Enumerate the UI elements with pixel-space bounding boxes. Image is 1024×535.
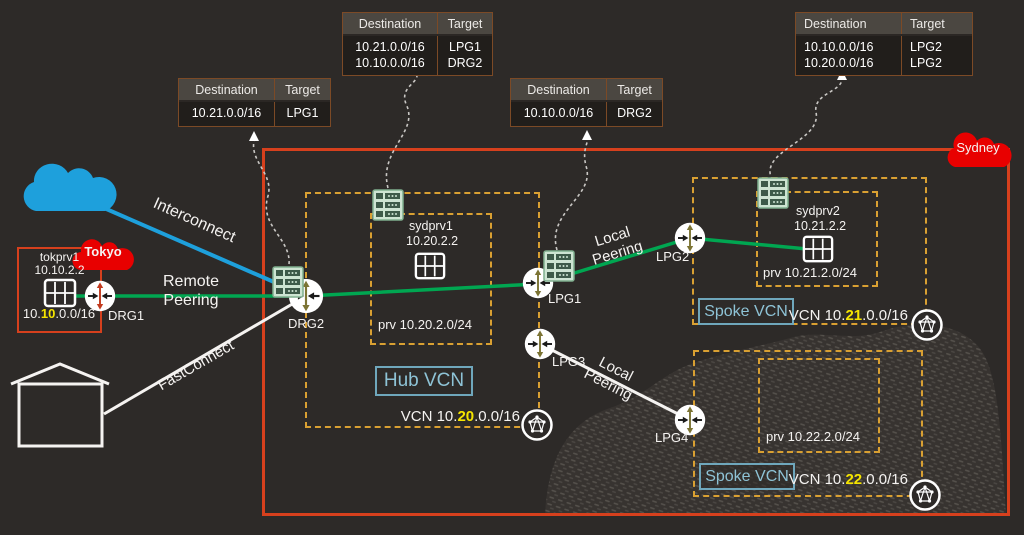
spoke1-subnet-icon [802,235,834,263]
route-table-4-header-target: Target [901,13,972,34]
route-entry: 10.20.0.0/16 [804,55,874,70]
spoke1-vcn-label: Spoke VCN [698,298,794,325]
hub-vcn-icon [521,409,553,441]
lpg4-gateway-icon [674,404,706,436]
route-target: LPG2 [910,55,942,70]
spoke1-subnet-ip: 10.21.2.2 [794,219,847,233]
tokyo-subnet-ip: 10.10.2.2 [34,263,85,277]
route-target: LPG1 [286,106,319,120]
drg2-label: DRG2 [288,316,325,331]
drg1-label: DRG1 [108,308,145,323]
route-table-2-header-target: Target [437,13,492,34]
route-entry: 10.10.0.0/16 [523,106,594,120]
tokyo-cloud-icon [72,239,134,271]
route-table-3-header-target: Target [606,79,662,100]
lpg2-gateway-icon [674,222,706,254]
route-table-4: Destination Target 10.10.0.0/16 10.20.0.… [795,12,973,77]
drg1-gateway-icon [84,280,116,312]
route-table-1: Destination Target 10.21.0.0/16 LPG1 [178,78,331,127]
sydney-cloud-label: Sydney [956,140,1000,155]
route-entry: 10.21.0.0/16 [191,106,262,120]
route-table-2: Destination Target 10.21.0.0/16 10.10.0.… [342,12,493,77]
route-entry: 10.10.0.0/16 [355,55,425,70]
tokyo-cloud-label: Tokyo [84,244,122,259]
hub-vcn-cidr: VCN 10.20.0.0/16 [400,408,520,425]
lpg2-label: LPG2 [656,249,690,264]
sydprv1-route-table-icon [372,189,404,221]
route-entry: 10.21.0.0/16 [355,40,425,54]
route-target: DRG2 [617,106,652,120]
spoke2-vcn-icon [909,479,941,511]
route-table-4-header-destination: Destination [796,13,901,34]
spoke2-subnet-cidr: prv 10.22.2.0/24 [766,429,860,444]
hub-subnet-ip: 10.20.2.2 [406,234,459,248]
route-target: LPG2 [910,40,942,54]
sydprv2-route-table-icon [757,177,789,209]
lpg3-label: LPG3 [552,354,586,369]
route-target: LPG1 [449,40,481,54]
spoke1-subnet-name: sydprv2 [796,204,840,218]
spoke1-vcn-cidr: VCN 10.21.0.0/16 [788,307,908,324]
hub-vcn-label: Hub VCN [375,366,473,396]
route-table-3: Destination Target 10.10.0.0/16 DRG2 [510,78,663,127]
tokyo-cidr: 10.10.0.0/16 [22,306,96,321]
lpg4-label: LPG4 [655,430,689,445]
route-table-2-header-destination: Destination [343,13,437,34]
tokyo-subnet-icon [43,278,77,308]
internet-cloud-icon [23,163,117,211]
route-table-1-header-destination: Destination [179,79,274,100]
drg2-route-table-icon [272,266,304,298]
lpg1-route-table-icon [543,250,575,282]
hub-subnet-cidr: prv 10.20.2.0/24 [378,317,472,332]
sydney-region-border [262,148,1010,516]
hub-subnet-name: sydprv1 [409,219,453,233]
route-entry: 10.10.0.0/16 [804,40,874,54]
spoke2-subnet-border [758,358,880,453]
route-target: DRG2 [447,55,483,70]
lpg1-label: LPG1 [548,291,582,306]
spoke2-vcn-label: Spoke VCN [699,463,795,490]
spoke2-vcn-cidr: VCN 10.22.0.0/16 [788,471,908,488]
spoke1-vcn-icon [911,309,943,341]
lpg3-gateway-icon [524,328,556,360]
sydney-cloud-icon [947,132,1012,167]
tokyo-subnet-name: tokprv1 [39,250,80,264]
hub-subnet-icon [414,252,446,280]
route-table-3-header-destination: Destination [511,79,606,100]
spoke1-subnet-cidr: prv 10.21.2.0/24 [763,265,857,280]
building-icon [10,362,110,448]
hub-subnet-border [370,213,492,345]
route-table-1-header-target: Target [274,79,330,100]
spoke1-subnet-border [756,191,878,287]
